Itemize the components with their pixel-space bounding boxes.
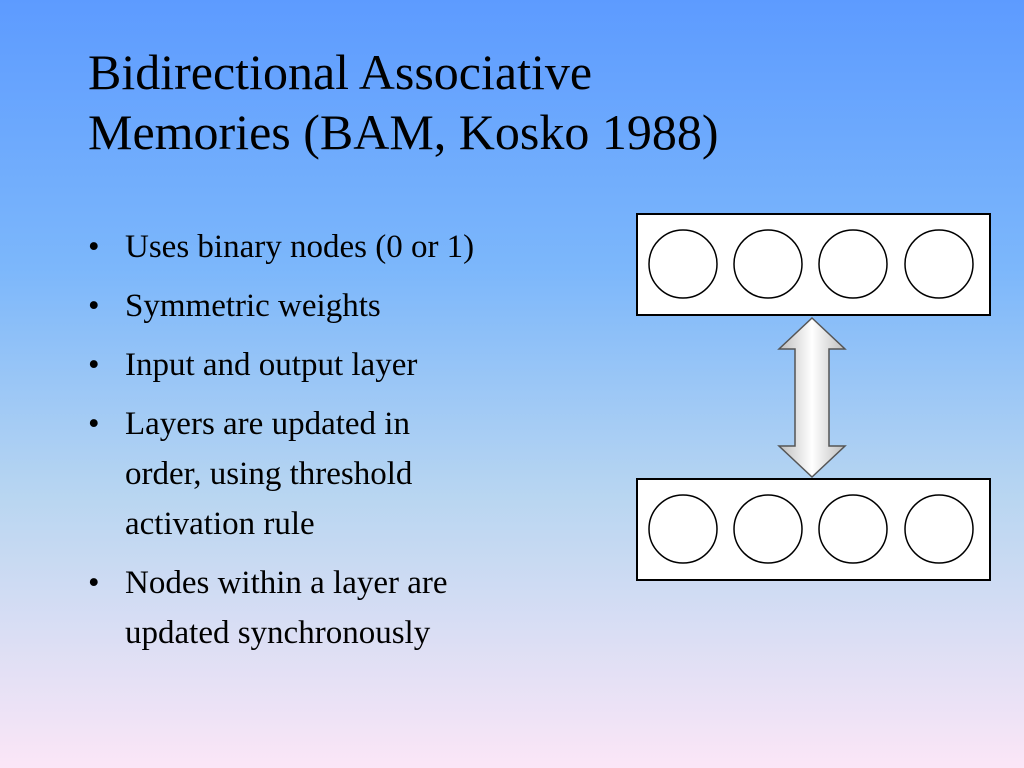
bullet-line: Nodes within a layer are (125, 565, 448, 601)
bullet-item: Input and output layer (88, 340, 628, 390)
top-layer (636, 213, 991, 316)
bullet-line: Layers are updated in (125, 406, 410, 442)
top-node-2 (733, 229, 803, 299)
title-line-1: Bidirectional Associative (88, 44, 593, 100)
bottom-node-1 (648, 494, 718, 564)
title-line-2: Memories (BAM, Kosko 1988) (88, 104, 719, 160)
bottom-node-4 (904, 494, 974, 564)
bidirectional-arrow (777, 316, 847, 479)
bottom-layer (636, 478, 991, 581)
bottom-node-3 (818, 494, 888, 564)
top-node-4 (904, 229, 974, 299)
bullet-item: Uses binary nodes (0 or 1) (88, 222, 628, 272)
bullet-line: activation rule (125, 506, 315, 542)
bullet-line: Symmetric weights (125, 288, 381, 324)
bullet-item: Nodes within a layer are updated synchro… (88, 558, 628, 658)
bottom-node-2 (733, 494, 803, 564)
bullet-item: Symmetric weights (88, 281, 628, 331)
bullet-list: Uses binary nodes (0 or 1) Symmetric wei… (88, 222, 628, 667)
top-node-1 (648, 229, 718, 299)
slide-title: Bidirectional Associative Memories (BAM,… (88, 42, 719, 162)
top-node-3 (818, 229, 888, 299)
bullet-line: Input and output layer (125, 347, 418, 383)
bullet-line: updated synchronously (125, 615, 431, 651)
bullet-line: order, using threshold (125, 456, 413, 492)
bullet-line: Uses binary nodes (0 or 1) (125, 229, 475, 265)
bullet-item: Layers are updated in order, using thres… (88, 399, 628, 549)
